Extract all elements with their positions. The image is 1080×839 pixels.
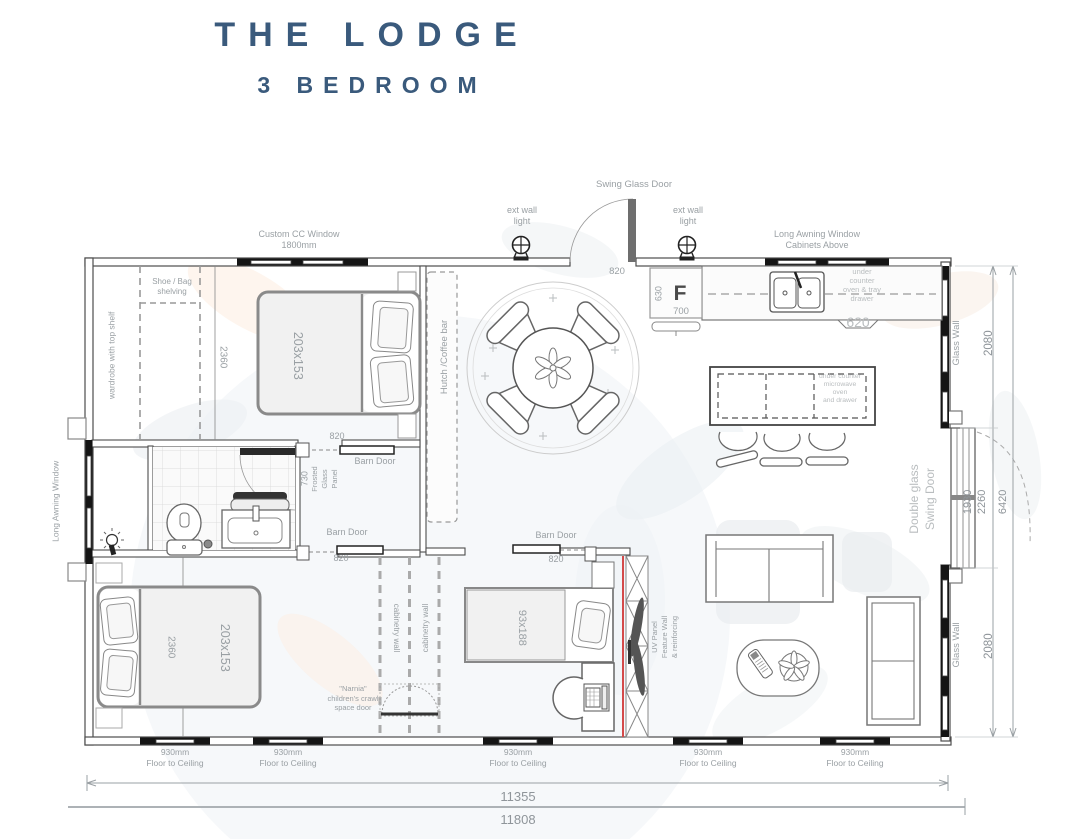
coffee-table [736, 639, 820, 697]
double-glass-swing-door [950, 427, 1031, 569]
kitchen-sink [769, 271, 825, 313]
title-line2: 3 BEDROOM [257, 72, 487, 98]
hall-light-icon [100, 528, 124, 556]
table-centerpiece [534, 347, 572, 389]
sofa-side [866, 596, 921, 726]
tv [630, 597, 644, 657]
bedroom3 [464, 561, 615, 732]
uv-feature-wall [622, 555, 649, 738]
floor-drain [203, 539, 213, 549]
wall-light-icon [677, 235, 697, 261]
table-plant [778, 650, 810, 682]
long-awning-window-left [85, 440, 93, 564]
bed-single [464, 587, 614, 663]
barn-door-bedroom1 [339, 445, 395, 455]
fridge [649, 267, 703, 336]
bedroom3-cabinet [591, 561, 615, 589]
vanity [221, 492, 291, 549]
glass-wall-bottom [941, 565, 949, 737]
floor-to-ceiling-windows [140, 737, 890, 745]
page-title: THE LODGE 3 BEDROOM [183, 16, 561, 99]
barn-door-bathroom [336, 545, 384, 555]
kitchen-island [709, 366, 876, 426]
narnia-crawl-door [379, 683, 440, 717]
desk-chair [552, 676, 584, 720]
desk [552, 662, 615, 732]
toilet [166, 503, 203, 556]
cabinetry-wall [378, 557, 441, 737]
kitchen [649, 265, 943, 468]
glass-wall-top [941, 266, 949, 428]
dining-chairs [486, 301, 620, 435]
dimension-lines [68, 265, 1018, 815]
remote-control [747, 648, 773, 679]
bed-double-2 [96, 585, 262, 709]
wall-light-icon [511, 235, 531, 261]
bedroom1 [139, 266, 422, 440]
custom-cc-window [237, 258, 368, 266]
bedroom2 [95, 557, 262, 737]
dining-set [466, 281, 640, 455]
laptop [583, 683, 610, 712]
entry-swing-door [569, 198, 636, 263]
bed-double-1 [256, 290, 422, 416]
barn-door-bedroom3 [512, 544, 561, 554]
hutch-coffee-bar [426, 271, 458, 523]
living-room [705, 534, 921, 726]
windows [85, 258, 949, 745]
bar-stools [715, 431, 849, 468]
bathroom [153, 447, 296, 556]
barn-doors [295, 442, 597, 562]
sofa-main [705, 534, 834, 603]
ext-wall-lights [511, 235, 697, 261]
long-awning-window-top [765, 258, 889, 266]
title-line1: THE LODGE [214, 16, 530, 54]
